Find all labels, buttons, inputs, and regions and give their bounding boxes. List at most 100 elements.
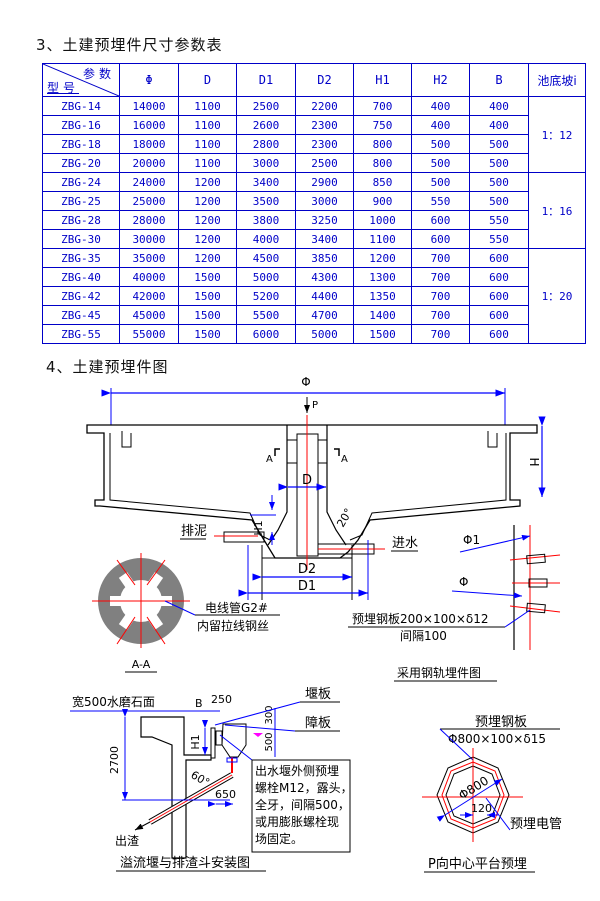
table-header-row: 参数 型号 Φ D D1 D2 H1 H2 B 池底坡i [42,63,586,97]
svg-text:螺栓M12，露头，: 螺栓M12，露头， [255,780,353,795]
value-cell: 600 [469,267,529,287]
main-cross-section: Φ P A A D H [86,375,546,600]
value-cell: 700 [411,305,470,325]
baffle-label: 障板 [305,716,331,731]
value-cell: 3850 [295,248,354,268]
value-cell: 500 [411,153,470,173]
weir-plate-label: 堰板 [305,687,331,702]
phi1-label: Φ1 [463,533,480,547]
value-cell: 2800 [236,134,296,154]
value-cell: 1100 [178,115,237,135]
model-cell: ZBG-14 [42,96,120,116]
value-cell: 800 [353,134,412,154]
model-cell: ZBG-40 [42,267,120,287]
rail-phi-label: Φ [459,575,468,589]
value-cell: 3000 [236,153,296,173]
angle-20-label: 20° [334,506,355,529]
rail-embed-detail: Φ1 Φ 预埋钢板200×100×δ12 间隔100 采用钢轨埋件图 [348,525,561,682]
value-cell: 1100 [353,229,412,249]
terrazzo-label: 宽500水磨石面 [72,694,155,709]
svg-text:全牙，间隔500，: 全牙，间隔500， [255,797,350,812]
d2-label: D2 [298,562,316,577]
section-3-title: 3、土建预埋件尺寸参数表 [36,36,223,54]
col-header-d: D [178,63,237,97]
d-label: D [302,473,312,488]
value-cell: 4700 [295,305,354,325]
value-cell: 3250 [295,210,354,230]
value-cell: 2500 [295,153,354,173]
value-cell: 5000 [295,324,354,344]
weir-note: 出水堰外侧预埋 螺栓M12，露头， 全牙，间隔500， 或用膨胀螺栓现 场固定。 [255,764,353,846]
weir-installation-detail: 宽500水磨石面 B 250 出渣 2700 H1 60° 650 500 30… [70,687,353,872]
model-cell: ZBG-24 [42,172,120,192]
slope-cell: 1：20 [528,248,586,344]
col-header-h2: H2 [411,63,470,97]
d1-label: D1 [298,579,316,594]
section-4-title: 4、土建预埋件图 [46,358,169,376]
svg-text:或用膨胀螺栓现: 或用膨胀螺栓现 [255,814,339,829]
svg-text:场固定。: 场固定。 [255,831,303,846]
pull-wire-label: 内留拉线钢丝 [197,618,269,633]
value-cell: 3500 [236,191,296,211]
h-label: H [527,457,541,466]
rail-caption: 采用钢轨埋件图 [397,666,481,680]
value-cell: 600 [469,324,529,344]
value-cell: 35000 [119,248,179,268]
w250-label: 250 [211,693,232,706]
value-cell: 750 [353,115,412,135]
aa-section-ring: 电线管G2# 内留拉线钢丝 A-A [92,553,280,673]
slag-outlet-label: 出渣 [115,834,139,848]
weir-caption: 溢流堰与排渣斗安装图 [120,856,250,871]
value-cell: 850 [353,172,412,192]
section-mark-a-right: A [341,454,348,465]
value-cell: 700 [353,96,412,116]
value-cell: 700 [411,324,470,344]
value-cell: 800 [353,153,412,173]
value-cell: 2500 [236,96,296,116]
diagonal-line [43,64,119,96]
conduit-label: 电线管G2# [205,600,268,615]
slope-cell: 1：12 [528,96,586,173]
value-cell: 1000 [353,210,412,230]
aa-caption: A-A [132,658,151,671]
value-cell: 2900 [295,172,354,192]
p-label: P [312,400,318,411]
spacing-label: 间隔100 [400,629,447,643]
w120-label: 120 [471,802,492,815]
col-header-b: B [469,63,529,97]
platform-plate-spec: Φ800×100×δ15 [448,732,546,746]
weir-h1-label: H1 [189,734,202,749]
embedded-plate-label: 预埋钢板200×100×δ12 [352,612,489,626]
col-header-slope: 池底坡i [528,63,586,97]
value-cell: 1200 [178,210,237,230]
sludge-discharge-label: 排泥 [181,524,207,539]
phi-label: Φ [301,375,310,389]
value-cell: 400 [469,115,529,135]
model-cell: ZBG-45 [42,305,120,325]
value-cell: 1200 [178,191,237,211]
v500-label: 500 [264,732,275,751]
header-diagonal-cell: 参数 型号 [42,63,120,97]
conduit-embed-label: 预埋电管 [510,817,562,832]
platform-caption: P向中心平台预埋 [428,856,527,872]
platform-plate-label: 预埋钢板 [475,715,527,730]
h2700-label: 2700 [108,746,121,774]
value-cell: 600 [469,305,529,325]
value-cell: 1500 [178,324,237,344]
value-cell: 550 [469,210,529,230]
value-cell: 500 [411,172,470,192]
platform-embed-detail: 预埋钢板 Φ800×100×δ15 Φ800 120 预埋电管 P向中心平台预埋 [422,715,562,873]
w650-label: 650 [215,788,236,801]
value-cell: 30000 [119,229,179,249]
value-cell: 1200 [178,248,237,268]
value-cell: 4300 [295,267,354,287]
header-params-label: 参数 [82,67,115,81]
v300-label: 300 [264,705,275,724]
header-model-label: 型号 [47,81,80,95]
